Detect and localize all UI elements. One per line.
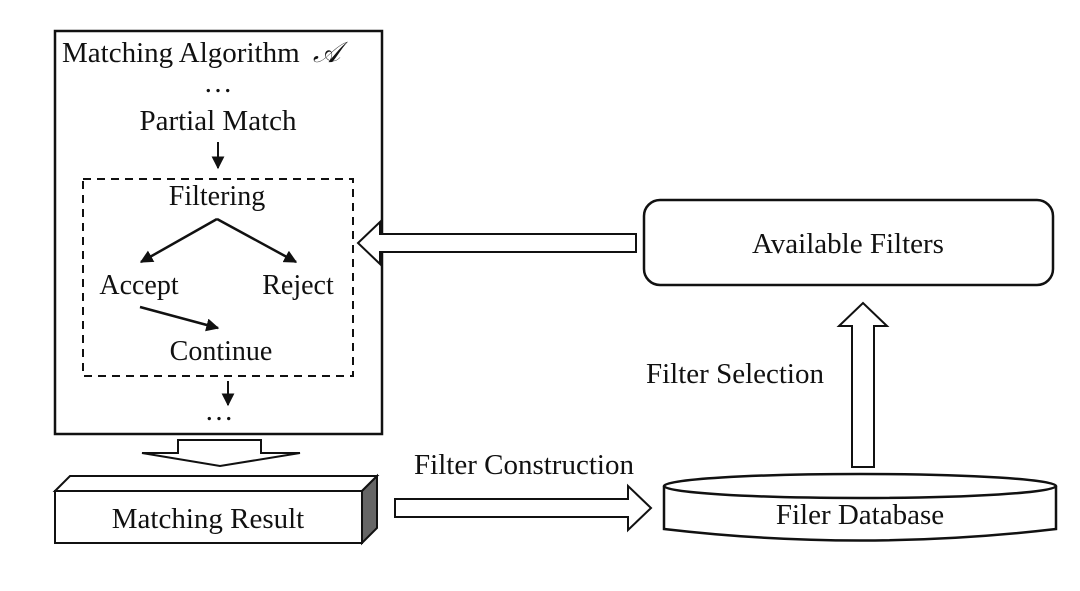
available-filters-label: Available Filters [752, 228, 944, 260]
available-filters-box [642, 198, 1055, 287]
reject-label: Reject [262, 270, 334, 301]
partial-match-label: Partial Match [139, 105, 297, 137]
filter-construction-label: Filter Construction [414, 449, 634, 481]
filer-database-label: Filer Database [776, 499, 944, 531]
accept-label: Accept [99, 270, 179, 301]
filtering-to-accept-arrow [139, 217, 218, 264]
accept-to-continue-arrow [139, 305, 220, 332]
algorithm-to-result-arrow [141, 439, 301, 468]
available-to-filtering-arrow [356, 219, 637, 267]
algorithm-title: Matching Algorithm 𝒜 [62, 37, 349, 69]
filter-construction-arrow [394, 483, 653, 533]
continue-label: Continue [170, 336, 273, 367]
ellipsis-bottom: … [205, 395, 234, 427]
filter-selection-arrow [836, 301, 890, 468]
matching-result-label: Matching Result [112, 503, 305, 535]
filtering-label: Filtering [169, 181, 265, 212]
ellipsis-top: … [204, 67, 233, 99]
matching-result-box [52, 473, 380, 546]
algorithm-box [53, 29, 384, 436]
filer-database-cylinder [662, 472, 1058, 542]
filtering-dashed-box [82, 178, 354, 377]
filter-selection-label: Filter Selection [646, 358, 824, 390]
filtering-to-reject-arrow [216, 217, 298, 264]
